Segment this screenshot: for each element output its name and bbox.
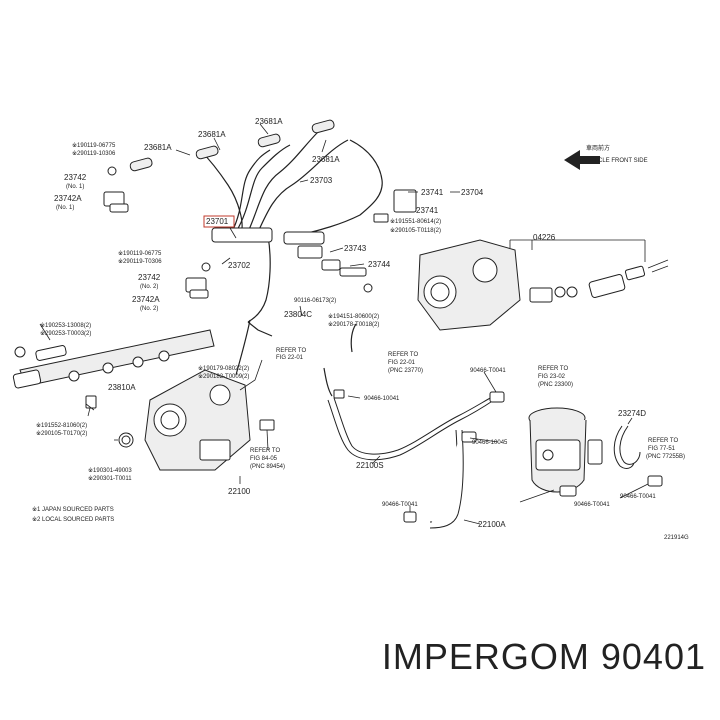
- injection-pump: [417, 239, 669, 331]
- label-290178: ※290178-T0018(2): [328, 321, 379, 328]
- label-22100S: 22100S: [356, 461, 384, 470]
- label-90466: 90466-10045: [472, 440, 508, 446]
- label-23701: 23701: [206, 217, 229, 226]
- label-90466: 90466-T0041: [382, 502, 418, 508]
- label-23681A: 23681A: [312, 155, 340, 164]
- label-290182: ※290182-T0009(2): [198, 373, 249, 380]
- label-23742A-sub: (No. 1): [56, 205, 74, 211]
- label-23702: 23702: [228, 261, 251, 270]
- refer-to-line-1: REFER TO: [648, 438, 678, 444]
- label-290119: ※290119-10306: [72, 150, 116, 157]
- label-23742: 23742: [138, 273, 161, 282]
- label-23742-sub: (No. 1): [66, 184, 84, 190]
- label-90466: 90466-T0041: [470, 368, 506, 374]
- label-23742: 23742: [64, 173, 87, 182]
- refer-to-line-1: REFER TO: [538, 366, 568, 372]
- label-23704: 23704: [461, 188, 484, 197]
- label-04226: 04226: [533, 233, 556, 242]
- refer-to-line-2: FIG 84-05: [250, 456, 278, 462]
- label-23804C: 23804C: [284, 310, 312, 319]
- refer-to-line-3: (PNC 23300): [538, 382, 573, 388]
- label-190253: ※190253-13008(2): [40, 322, 91, 329]
- label-90466: 90466-10041: [364, 396, 400, 402]
- label-23681A: 23681A: [255, 117, 283, 126]
- refer-to-line-2: FIG 22-01: [276, 355, 304, 361]
- part-labels: 23681A 23681A 23681A 23681A ※190119-0677…: [32, 117, 689, 541]
- label-90116: 90116-06173(2): [294, 298, 336, 304]
- vehicle-front-arrow-icon: [564, 150, 600, 170]
- common-rail: [12, 329, 215, 448]
- label-90466: 90466-T0041: [620, 494, 656, 500]
- fuel-hoses: [247, 321, 505, 529]
- vehicle-front-jp: 車両前方: [586, 144, 610, 152]
- label-23741: 23741: [421, 188, 444, 197]
- refer-to-line-1: REFER TO: [250, 448, 280, 454]
- label-23742A: 23742A: [132, 295, 160, 304]
- label-191552: ※191552-81060(2): [36, 422, 87, 429]
- pipe-clamps: [103, 166, 417, 299]
- label-290105: ※290105-T0118(2): [390, 227, 441, 234]
- refer-to-line-3: (PNC 89454): [250, 464, 285, 470]
- label-290301: ※290301-T0011: [88, 475, 132, 482]
- refer-to-line-3: (PNC 77255B): [646, 454, 685, 460]
- footnote-japan: ※1 JAPAN SOURCED PARTS: [32, 506, 114, 513]
- refer-to-line-2: FIG 77-51: [648, 446, 676, 452]
- label-194151: ※194151-80600(2): [328, 313, 379, 320]
- brand-part-number: IMPERGOM 90401: [381, 636, 706, 677]
- label-190301: ※190301-49003: [88, 467, 132, 474]
- vehicle-front-en: VEHICLE FRONT SIDE: [584, 158, 648, 164]
- injection-pipes: [199, 131, 383, 323]
- footnote-local: ※2 LOCAL SOURCED PARTS: [32, 516, 114, 523]
- label-23810A: 23810A: [108, 383, 136, 392]
- label-23274D: 23274D: [618, 409, 646, 418]
- refer-to-line-2: FIG 22-01: [388, 360, 416, 366]
- label-191551: ※191551-80614(2): [390, 218, 441, 225]
- label-23742-sub: (No. 2): [140, 284, 158, 290]
- label-23741: 23741: [416, 206, 439, 215]
- refer-to-line-1: REFER TO: [388, 352, 418, 358]
- refer-to-line-2: FIG 23-02: [538, 374, 566, 380]
- small-hose: [613, 425, 663, 487]
- highlight-box-23701: [203, 215, 235, 228]
- label-290253: ※290253-T0003(2): [40, 330, 91, 337]
- leader-lines: [39, 123, 649, 525]
- label-23742A: 23742A: [54, 194, 82, 203]
- label-23681A: 23681A: [144, 143, 172, 152]
- label-290119: ※290119-T0306: [118, 258, 162, 265]
- injector-caps: [129, 119, 335, 172]
- label-290105: ※290105-T0170(2): [36, 430, 87, 437]
- label-22100A: 22100A: [478, 520, 506, 529]
- label-22100: 22100: [228, 487, 251, 496]
- refer-to-line-1: REFER TO: [276, 348, 306, 354]
- fuel-filter: [528, 407, 603, 497]
- label-23743: 23743: [344, 244, 367, 253]
- supply-pump: [144, 319, 275, 471]
- label-190119: ※190119-06775: [118, 250, 162, 257]
- label-190119: ※190119-06775: [72, 142, 116, 149]
- refer-to-line-3: (PNC 23770): [388, 368, 423, 374]
- label-23703: 23703: [310, 176, 333, 185]
- label-23681A: 23681A: [198, 130, 226, 139]
- diagram-code: 221914G: [664, 535, 689, 541]
- label-90466: 90466-T0041: [574, 502, 610, 508]
- label-23744: 23744: [368, 260, 391, 269]
- label-190179: ※190179-08022(2): [198, 365, 249, 372]
- label-23742A-sub: (No. 2): [140, 306, 158, 312]
